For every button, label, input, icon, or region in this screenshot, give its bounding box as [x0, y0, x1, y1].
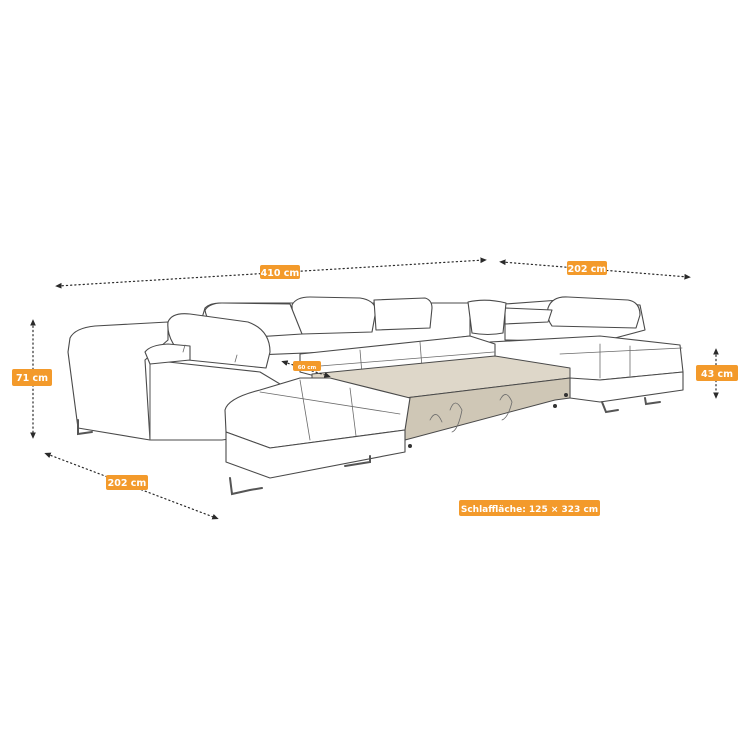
label-depth-left-text: 202 cm [108, 478, 147, 489]
label-depth-left: 202 cm [106, 475, 148, 490]
label-sleeping-area-text: Schlaffläche: 125 × 323 cm [461, 505, 598, 515]
label-seat-height-text: 43 cm [701, 369, 733, 380]
label-height-total: 71 cm [12, 369, 52, 386]
label-depth-right-text: 202 cm [568, 264, 607, 275]
label-headrest-extension: 60 cm [293, 361, 321, 371]
label-width-total: 410 cm [260, 265, 300, 279]
label-depth-right: 202 cm [567, 261, 607, 275]
label-width-total-text: 410 cm [261, 268, 300, 279]
label-sleeping-area: Schlaffläche: 125 × 323 cm [459, 500, 600, 516]
label-height-total-text: 71 cm [16, 373, 48, 384]
label-headrest-extension-text: 60 cm [298, 365, 317, 371]
label-seat-height: 43 cm [696, 365, 738, 381]
sofa-illustration [67, 296, 684, 496]
